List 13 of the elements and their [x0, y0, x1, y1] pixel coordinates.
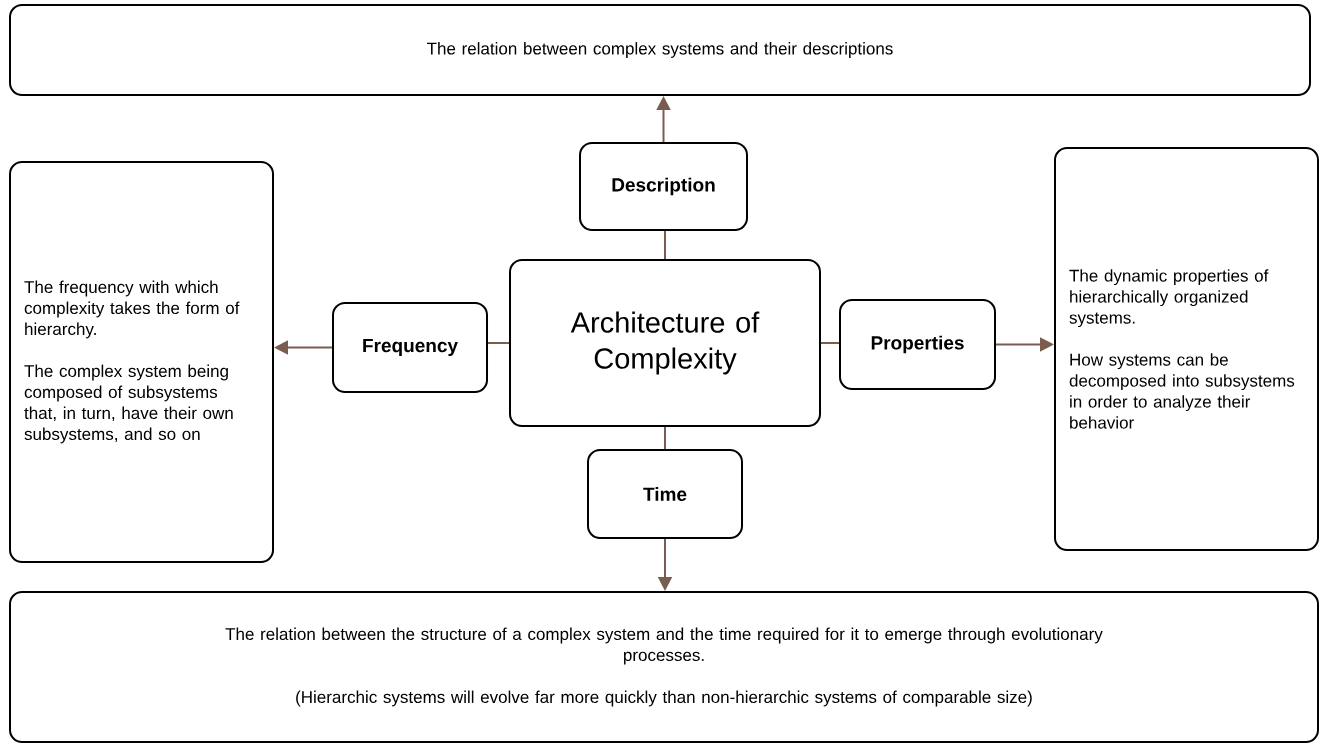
description-box: The relation between complex systems and their descriptions — [9, 4, 1311, 96]
label-box: Time — [587, 449, 743, 539]
description-box: The dynamic properties of hierarchically organized systems. How systems can be decomposed into subsystems in order to analyze their behavior — [1054, 147, 1319, 551]
description-box: The frequency with which complexity takes the form of hierarchy. The complex system being composed of subsystems that, in turn, have their own subsystems, and so on — [9, 161, 274, 563]
connector-line — [664, 426, 666, 450]
label-box: Description — [579, 142, 748, 231]
description-box: The relation between the structure of a complex system and the time required for it to emerge through evolutionary processes. (Hierarchic systems will evolve far more quickly than non-hierarchic systems of comparable size) — [9, 591, 1319, 743]
label-box: Frequency — [332, 302, 488, 393]
connector-line — [487, 342, 510, 344]
label-box: Properties — [839, 299, 996, 390]
central-box: Architecture of Complexity — [509, 259, 821, 427]
connector-line — [664, 230, 666, 260]
connector-line — [820, 342, 840, 344]
